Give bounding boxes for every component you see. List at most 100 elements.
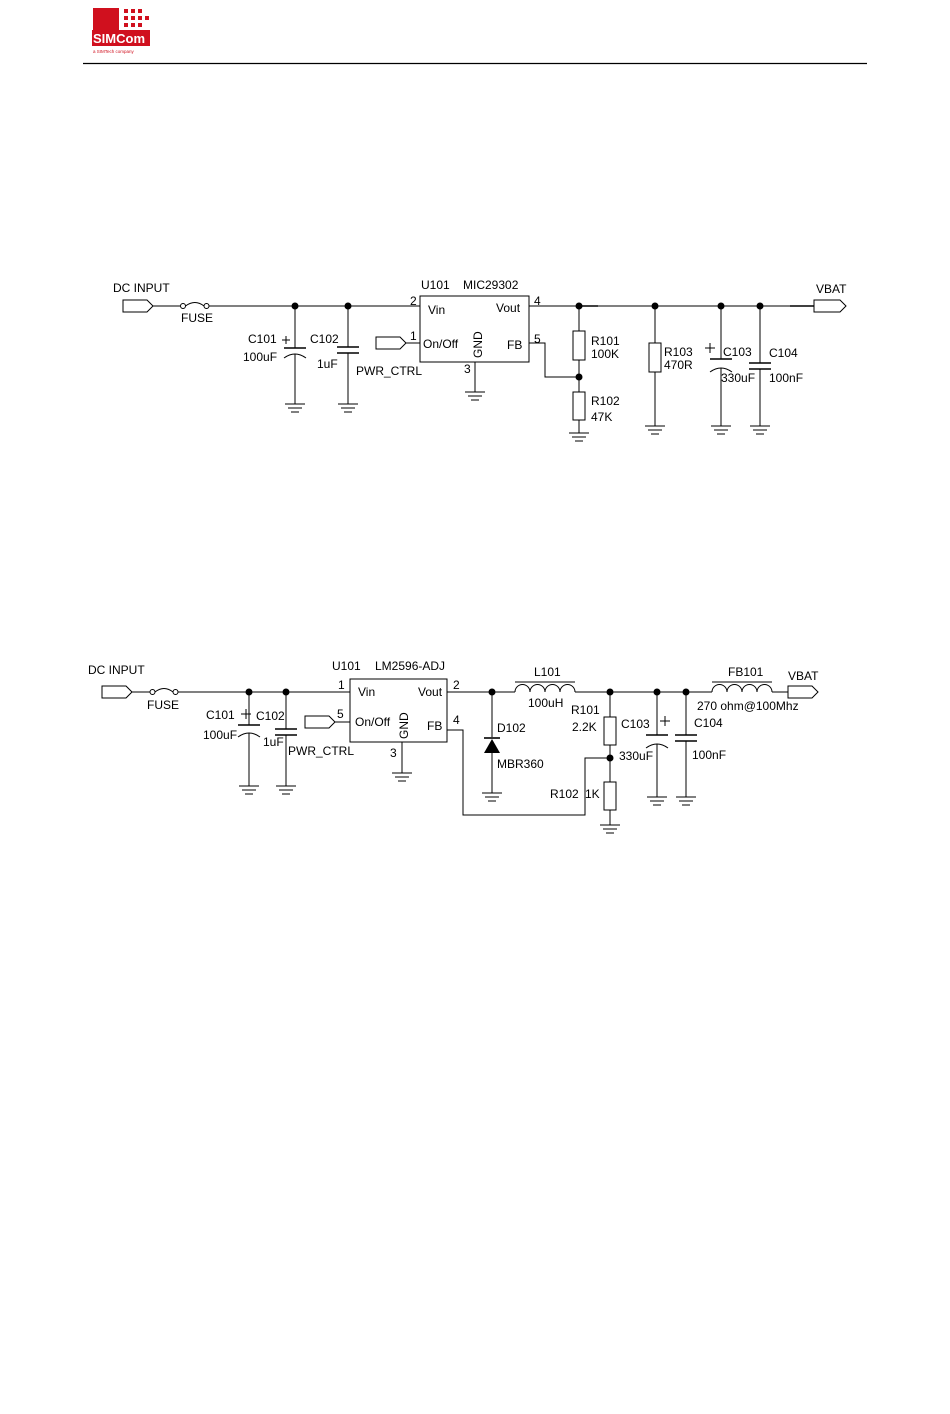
ground-symbol	[569, 432, 589, 442]
pin-fb: FB	[427, 719, 442, 733]
pin-number-3: 3	[390, 746, 397, 760]
c102-ref: C102	[310, 332, 339, 346]
dc-input-label: DC INPUT	[113, 281, 170, 295]
d102-diode	[484, 739, 500, 753]
ic-lm2596	[349, 678, 448, 743]
c104-ref: C104	[769, 346, 798, 360]
pwr-ctrl-label: PWR_CTRL	[288, 744, 354, 758]
r102-resistor	[572, 391, 586, 421]
pin-fb: FB	[507, 338, 522, 352]
ic-part: LM2596-ADJ	[375, 659, 445, 673]
pin-number-4: 4	[453, 713, 460, 727]
c102-ref: C102	[256, 709, 285, 723]
dc-input-connector	[101, 685, 133, 699]
c104-value: 100nF	[692, 748, 726, 762]
c102-value: 1uF	[263, 735, 284, 749]
fb101-ref: FB101	[728, 665, 764, 679]
circuit-mic29302-schematic: DC INPUT FUSE C101 100uF C102 1uF	[113, 278, 847, 442]
c103-value: 330uF	[619, 749, 653, 763]
pin-vout: Vout	[496, 301, 521, 315]
c104-value: 100nF	[769, 371, 803, 385]
ground-symbol	[285, 403, 305, 413]
c103-ref: C103	[621, 717, 650, 731]
pin-number-1: 1	[338, 678, 345, 692]
c101-value: 100uF	[203, 728, 237, 742]
ground-symbol	[645, 425, 665, 435]
pin-vin: Vin	[358, 685, 375, 699]
fuse-symbol	[180, 302, 210, 309]
l101-value: 100uH	[528, 696, 563, 710]
logo-tagline: a SIMTech company	[93, 49, 135, 54]
pwr-ctrl-label: PWR_CTRL	[356, 364, 422, 378]
r103-ref: R103	[664, 345, 693, 359]
ground-symbol	[239, 785, 259, 795]
pwr-ctrl-connector	[375, 336, 407, 350]
c103-ref: C103	[723, 345, 752, 359]
c101-ref: C101	[206, 708, 235, 722]
r101-value: 2.2K	[572, 720, 597, 734]
vbat-connector	[813, 299, 847, 313]
ground-symbol	[676, 796, 696, 806]
ground-symbol	[600, 824, 620, 834]
pwr-ctrl-connector	[304, 715, 336, 729]
circuit-lm2596-schematic: DC INPUT FUSE C101 100uF C102 1uF	[88, 659, 819, 834]
dc-input-connector	[122, 299, 154, 313]
r103-value: 470R	[664, 358, 693, 372]
fuse-label: FUSE	[181, 311, 213, 325]
vbat-label: VBAT	[816, 282, 847, 296]
r102-ref: R102	[591, 394, 620, 408]
pin-number-5: 5	[534, 332, 541, 346]
c103-value: 330uF	[721, 371, 755, 385]
ground-symbol	[276, 785, 296, 795]
c102-value: 1uF	[317, 357, 338, 371]
r101-resistor	[603, 716, 617, 746]
ground-symbol	[465, 391, 485, 401]
ic-ref: U101	[421, 278, 450, 292]
r102-value: 1K	[585, 787, 600, 801]
fb101-ferrite-bead	[711, 684, 773, 693]
ground-symbol	[711, 425, 731, 435]
r103-resistor	[648, 342, 662, 373]
vbat-label: VBAT	[788, 669, 819, 683]
pin-vin: Vin	[428, 303, 445, 317]
d102-ref: D102	[497, 721, 526, 735]
pin-number-4: 4	[534, 294, 541, 308]
ground-symbol	[392, 772, 412, 782]
r101-ref: R101	[591, 334, 620, 348]
c101-ref: C101	[248, 332, 277, 346]
vbat-connector	[787, 685, 819, 699]
r102-value: 47K	[591, 410, 612, 424]
r101-resistor	[572, 330, 586, 361]
logo-text: SIMCom	[93, 31, 145, 46]
r102-ref: R102	[550, 787, 579, 801]
d102-value: MBR360	[497, 757, 544, 771]
pin-onoff: On/Off	[355, 715, 391, 729]
fuse-label: FUSE	[147, 698, 179, 712]
ground-symbol	[482, 792, 502, 802]
ground-symbol	[338, 403, 358, 413]
fuse-symbol	[149, 688, 179, 695]
l101-inductor	[514, 684, 576, 693]
fb101-value: 270 ohm@100Mhz	[697, 699, 799, 713]
l101-ref: L101	[534, 665, 561, 679]
pin-onoff: On/Off	[423, 337, 459, 351]
pin-number-5: 5	[337, 707, 344, 721]
r101-ref: R101	[571, 703, 600, 717]
dc-input-label: DC INPUT	[88, 663, 145, 677]
r101-value: 100K	[591, 347, 619, 361]
simcom-logo: SIMCom a SIMTech company	[92, 8, 150, 54]
ic-ref: U101	[332, 659, 361, 673]
pin-gnd: GND	[471, 331, 485, 358]
pin-gnd: GND	[397, 712, 411, 739]
ic-part: MIC29302	[463, 278, 519, 292]
ground-symbol	[750, 425, 770, 435]
pin-vout: Vout	[418, 685, 443, 699]
c104-ref: C104	[694, 716, 723, 730]
r102-resistor	[603, 781, 617, 811]
pin-number-3: 3	[464, 362, 471, 376]
pin-number-2: 2	[410, 294, 417, 308]
ground-symbol	[647, 796, 667, 806]
pin-number-1: 1	[410, 329, 417, 343]
